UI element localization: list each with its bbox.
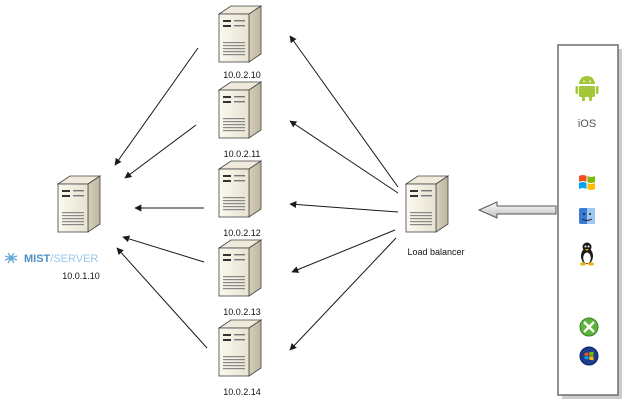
- brand-mist: MIST: [24, 253, 51, 265]
- edge-server-3: 10.0.2.12: [218, 160, 262, 238]
- brand-server: /SERVER: [50, 253, 98, 265]
- edge-server-1: 10.0.2.10: [218, 5, 262, 80]
- edge-server-4: 10.0.2.13: [218, 239, 262, 317]
- clients-to-balancer-arrow: [477, 201, 557, 219]
- arrow-balancer-to-edge5: [289, 237, 397, 351]
- mac-finder-icon: [579, 208, 595, 224]
- balancer-to-edge-arrows: [289, 35, 399, 351]
- xbox-icon: [579, 317, 599, 337]
- server-icon: [218, 319, 262, 377]
- mist-server-logo: MIST/SERVER: [4, 252, 98, 265]
- edge-server-5: 10.0.2.14: [218, 319, 262, 397]
- load-balancer: Load balancer: [405, 175, 465, 257]
- edge-ip-label: 10.0.2.14: [223, 387, 261, 397]
- arrow-balancer-to-edge2: [289, 120, 399, 194]
- windows-icon: [579, 175, 595, 190]
- edge-to-master-arrows: [114, 47, 208, 349]
- linux-tux-icon: [580, 242, 594, 266]
- server-icon: [218, 5, 262, 63]
- server-icon: [218, 81, 262, 139]
- ios-icon: iOS: [578, 118, 596, 130]
- android-icon: [575, 76, 599, 101]
- edge-ip-label: 10.0.2.13: [223, 307, 261, 317]
- server-icon: [405, 175, 449, 233]
- edge-ip-label: 10.0.2.10: [223, 70, 261, 80]
- edge-server-2: 10.0.2.11: [218, 81, 262, 159]
- master-server: MIST/SERVER 10.0.1.10: [4, 175, 101, 281]
- load-balancer-label: Load balancer: [407, 247, 464, 257]
- arrow-edge1-to-master: [114, 47, 199, 166]
- server-icon: [218, 239, 262, 297]
- server-icon: [57, 175, 101, 233]
- arrow-balancer-to-edge3: [289, 200, 399, 213]
- master-ip-label: 10.0.1.10: [62, 271, 100, 281]
- arrow-edge2-to-master: [124, 124, 197, 179]
- arrow-edge5-to-master: [116, 247, 208, 349]
- server-icon: [218, 160, 262, 218]
- edge-ip-label: 10.0.2.12: [223, 228, 261, 238]
- arrow-balancer-to-edge1: [289, 35, 399, 188]
- brand-text: MIST/SERVER: [24, 253, 98, 265]
- arrow-balancer-to-edge4: [291, 229, 396, 273]
- client-platforms-panel: iOS: [557, 44, 622, 399]
- windows-phone-icon: [579, 346, 599, 366]
- mist-logo-icon: [4, 252, 18, 264]
- arrow-edge4-to-master: [122, 235, 205, 263]
- edge-ip-label: 10.0.2.11: [224, 149, 261, 159]
